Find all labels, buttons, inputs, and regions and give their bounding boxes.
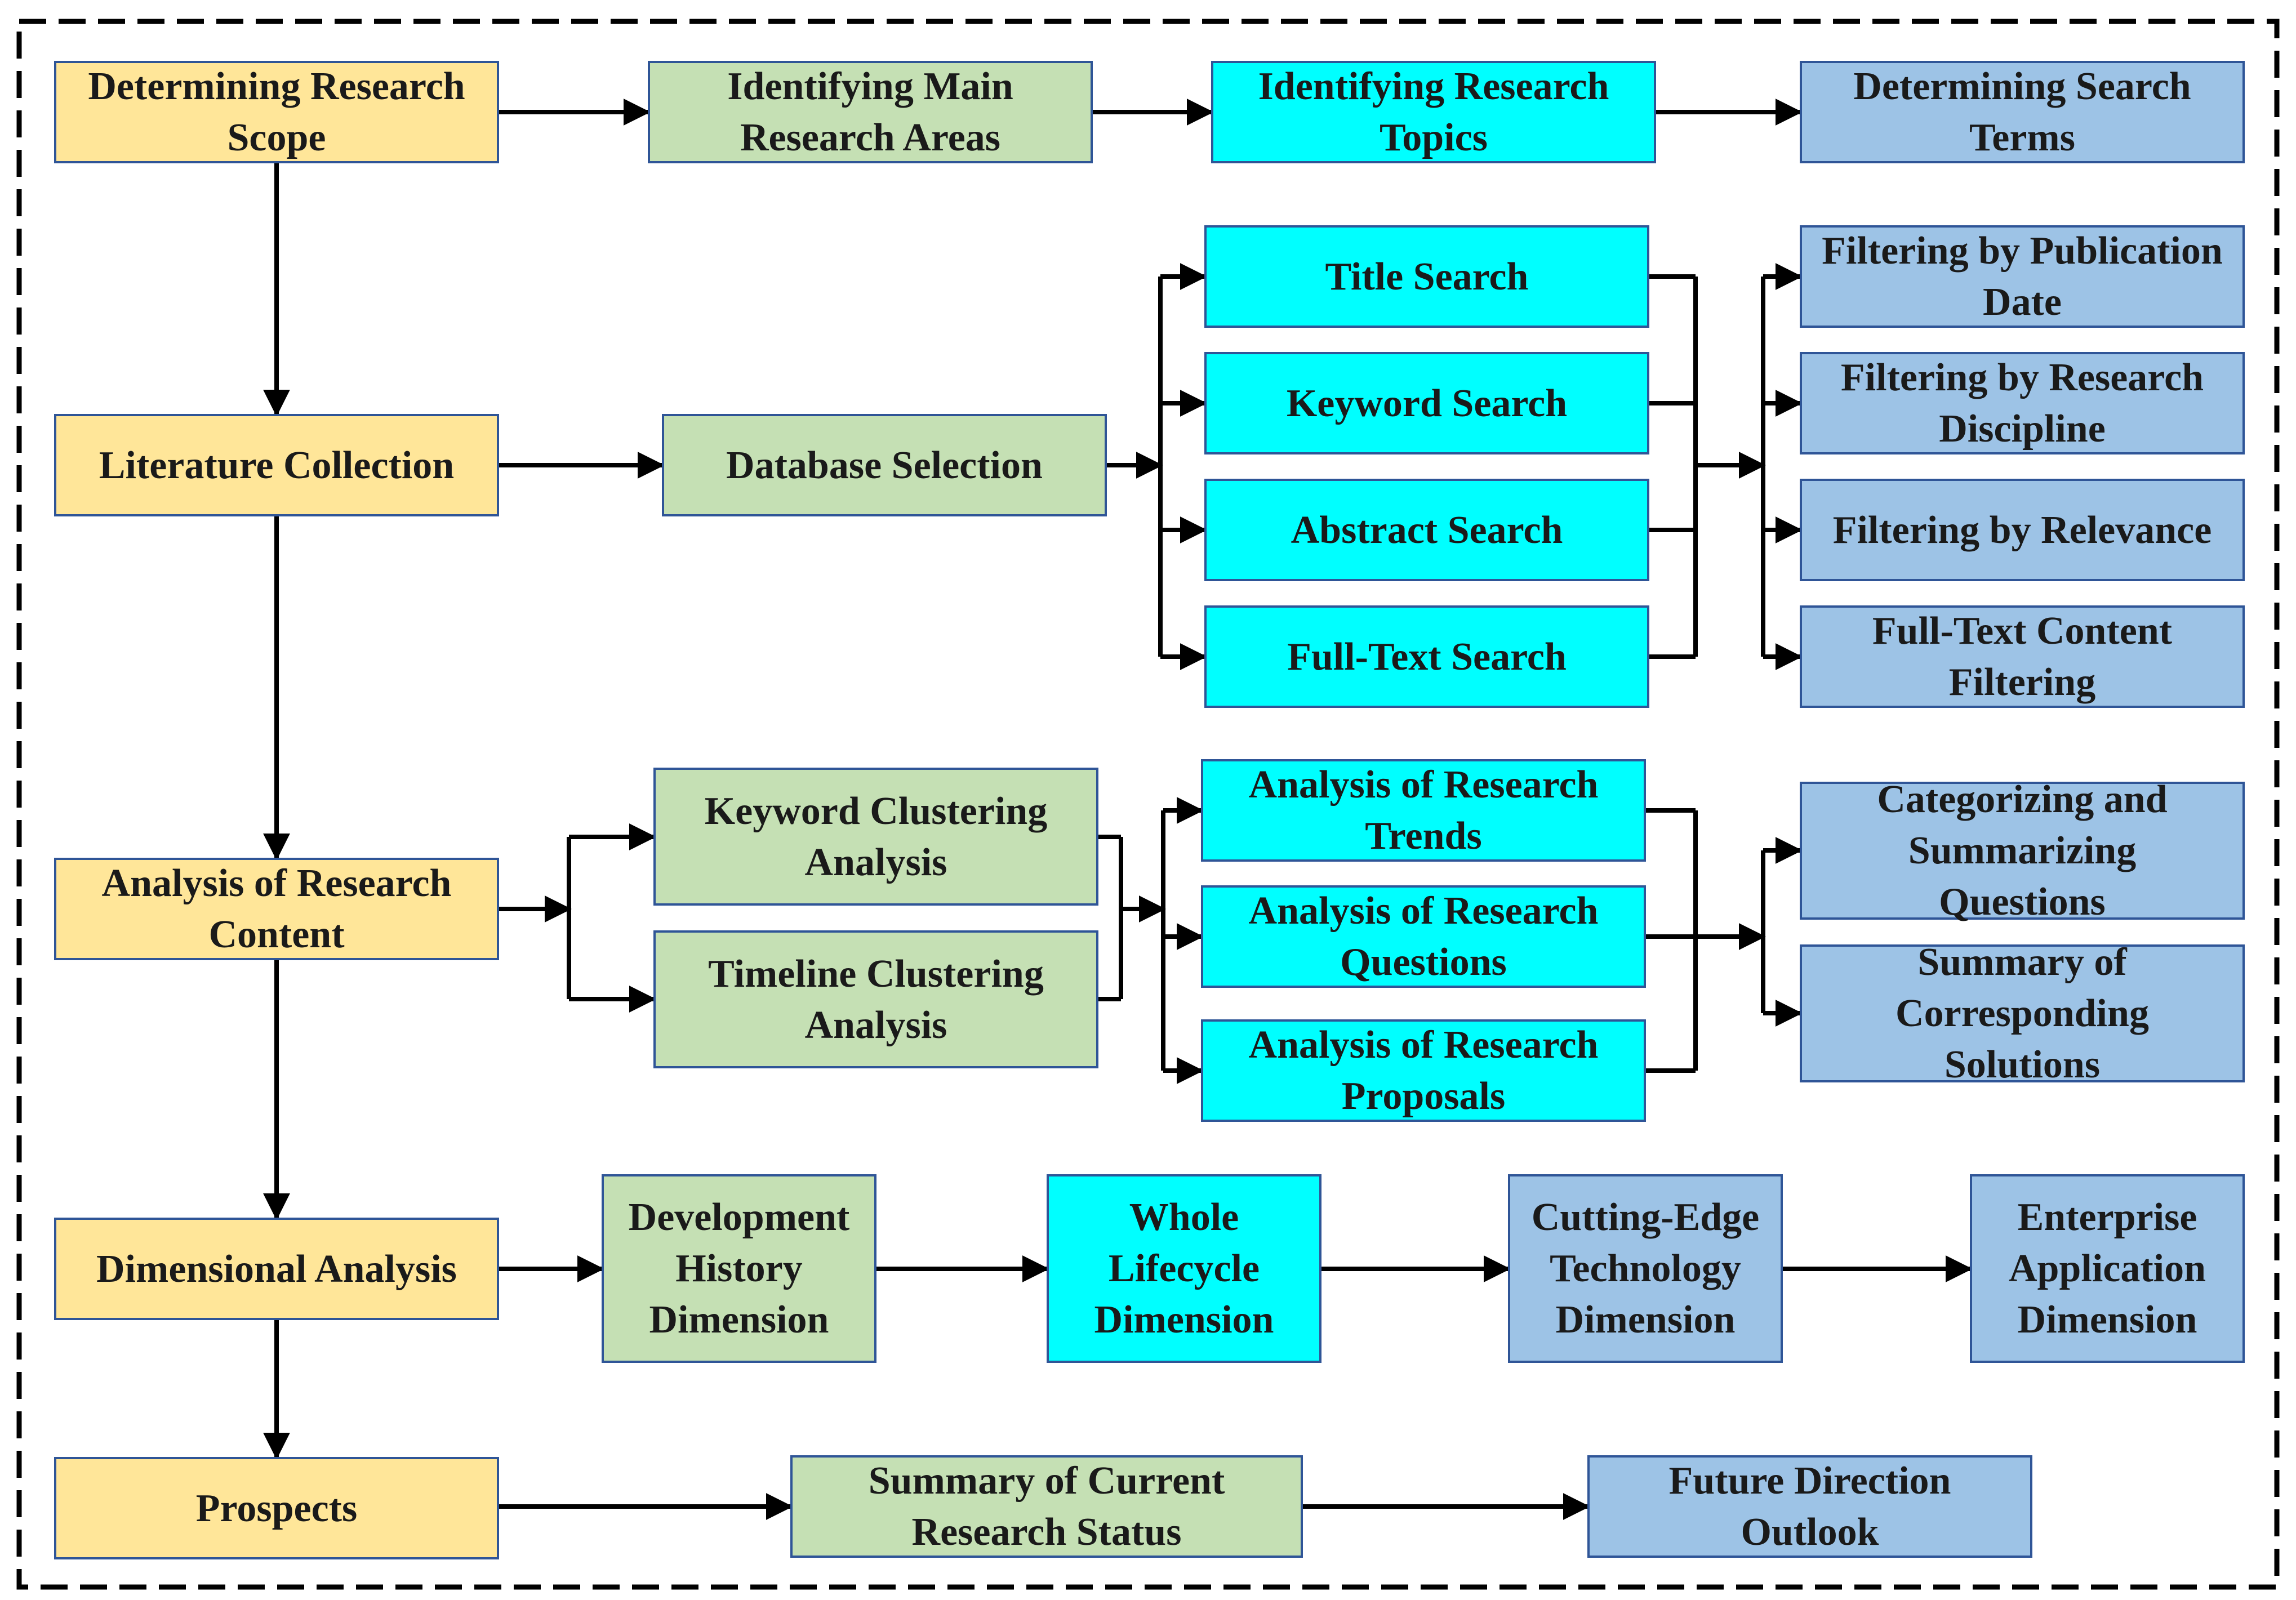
- analysis-of-research-questions-box: Analysis of Research Questions: [1201, 885, 1646, 988]
- identifying-main-research-areas-box: Identifying Main Research Areas: [648, 61, 1093, 163]
- filtering-by-relevance-box: Filtering by Relevance: [1800, 479, 2245, 581]
- analysis-of-research-proposals-box: Analysis of Research Proposals: [1201, 1019, 1646, 1122]
- abstract-search-box: Abstract Search: [1204, 479, 1649, 581]
- database-selection-box: Database Selection: [662, 414, 1107, 516]
- summary-of-corresponding-solutions-box: Summary of Corresponding Solutions: [1800, 941, 2245, 1086]
- filtering-by-research-discipline-box: Filtering by Research Discipline: [1800, 352, 2245, 454]
- categorizing-and-summarizing-questions-box: Categorizing and Summarizing Questions: [1800, 778, 2245, 924]
- timeline-clustering-analysis-box: Timeline Clustering Analysis: [653, 930, 1098, 1068]
- outer-dashed-border: [16, 19, 2280, 1590]
- whole-lifecycle-dimension-box: Whole Lifecycle Dimension: [1047, 1174, 1321, 1363]
- summary-of-current-research-status-box: Summary of Current Research Status: [790, 1455, 1303, 1558]
- identifying-research-topics-box: Identifying Research Topics: [1211, 61, 1656, 163]
- cutting-edge-technology-dimension-box: Cutting-Edge Technology Dimension: [1508, 1174, 1783, 1363]
- stage-literature-collection: Literature Collection: [54, 414, 499, 516]
- stage-analysis-of-research-content: Analysis of Research Content: [54, 858, 499, 960]
- analysis-of-research-trends-box: Analysis of Research Trends: [1201, 759, 1646, 862]
- enterprise-application-dimension-box: Enterprise Application Dimension: [1970, 1174, 2245, 1363]
- determining-search-terms-box: Determining Search Terms: [1800, 61, 2245, 163]
- filtering-by-publication-date-box: Filtering by Publication Date: [1800, 225, 2245, 328]
- future-direction-outlook-box: Future Direction Outlook: [1587, 1455, 2032, 1558]
- stage-prospects: Prospects: [54, 1457, 499, 1559]
- keyword-search-box: Keyword Search: [1204, 352, 1649, 454]
- full-text-search-box: Full-Text Search: [1204, 605, 1649, 708]
- keyword-clustering-analysis-box: Keyword Clustering Analysis: [653, 768, 1098, 906]
- full-text-content-filtering-box: Full-Text Content Filtering: [1800, 605, 2245, 708]
- development-history-dimension-box: Development History Dimension: [602, 1174, 876, 1363]
- stage-determining-research-scope: Determining Research Scope: [54, 61, 499, 163]
- stage-dimensional-analysis: Dimensional Analysis: [54, 1218, 499, 1320]
- title-search-box: Title Search: [1204, 225, 1649, 328]
